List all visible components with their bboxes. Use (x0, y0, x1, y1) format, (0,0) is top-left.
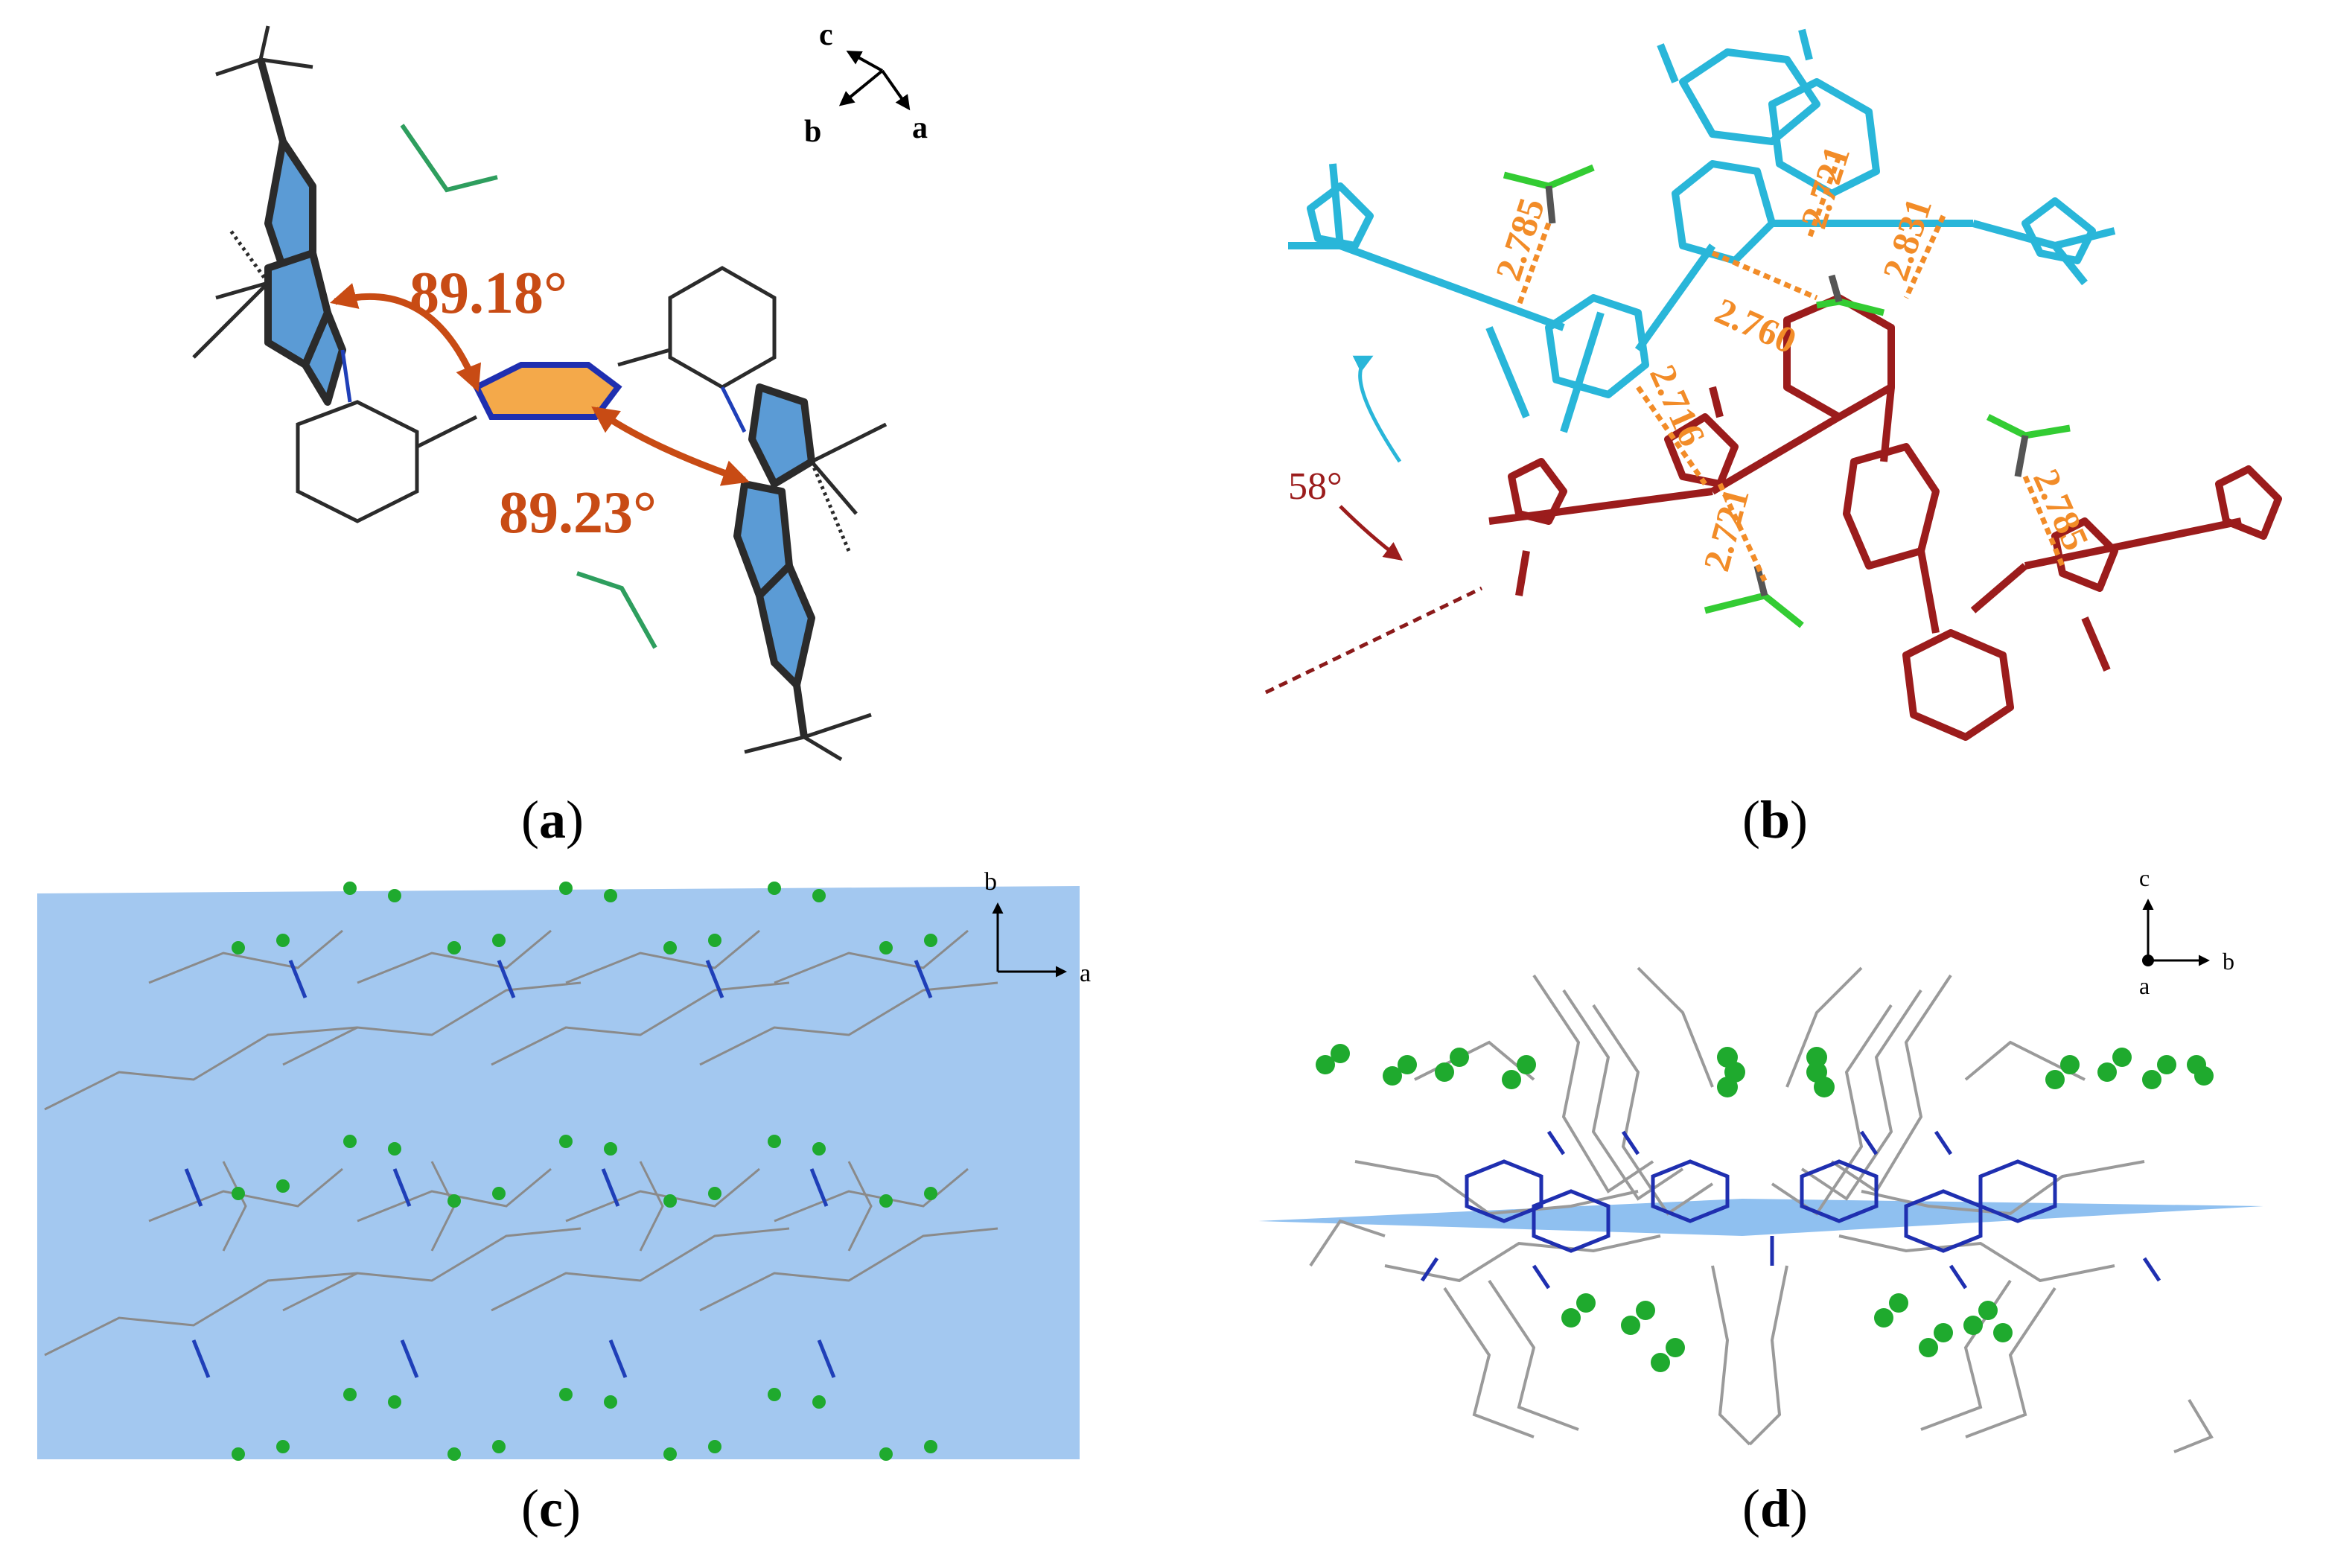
panel-c: b a (37, 868, 1091, 1461)
caption-close: ) (1790, 790, 1809, 850)
caption-letter: b (1759, 790, 1791, 850)
chlorine-clusters-d (1316, 1044, 2214, 1372)
axis-label-a: a (1080, 960, 1091, 987)
lattice-plane-d (1258, 1199, 2263, 1236)
caption-close: ) (562, 1479, 581, 1538)
caption-open: ( (1742, 1479, 1760, 1538)
caption-close: ) (1790, 1479, 1809, 1538)
caption-close: ) (565, 790, 584, 850)
chlorine-atoms-c (232, 882, 937, 1461)
left-aromatic-unit (192, 25, 346, 406)
lattice-plane-c (37, 886, 1080, 1459)
angle-arrow-upper (330, 283, 482, 392)
axis-label-c: c (819, 18, 833, 52)
bond (720, 386, 747, 433)
caption-open: ( (521, 1479, 539, 1538)
nitrogen-bonds-c (184, 960, 933, 1378)
nitrogen-rings-d (1420, 1130, 2161, 1290)
upper-molecule (1288, 28, 2116, 433)
panel-a: 89.18° 89.23° c b a (192, 18, 928, 762)
rotation-arrow-lower (1339, 505, 1403, 561)
solvent-molecule (576, 571, 657, 649)
axis-triad-d: c b a (2139, 864, 2234, 999)
right-aromatic-unit (733, 383, 888, 762)
panel-caption-d: (d) (1742, 1478, 1808, 1540)
angle-label-upper: 89.18° (410, 261, 567, 326)
caption-letter: d (1759, 1479, 1791, 1538)
right-phenyl-ring (668, 266, 777, 389)
axis-label-b: b (2223, 948, 2234, 975)
distance-label: 2.760 (1710, 290, 1803, 362)
caption-open: ( (1742, 790, 1760, 850)
panel-d: c b a (1258, 864, 2263, 1453)
angle-label-lower: 89.23° (499, 480, 657, 546)
panel-caption-a: (a) (521, 789, 584, 851)
rotation-arrow (1352, 355, 1402, 463)
rotation-angle-label: 58° (1288, 465, 1342, 508)
panel-caption-c: (c) (521, 1478, 581, 1540)
central-ring (472, 362, 622, 420)
reference-dashed-line (1264, 586, 1483, 695)
panel-caption-b: (b) (1742, 789, 1808, 851)
caption-letter: c (538, 1479, 563, 1538)
panel-b: 2.785 2.721 2.831 2.760 2.716 2.721 2.78… (1264, 28, 2282, 741)
angle-arrow-lower (591, 406, 750, 486)
lower-molecule (1488, 294, 2282, 741)
axis-triad-a: c b a (804, 18, 928, 149)
axis-label-b: b (804, 115, 821, 149)
solvent-molecule (400, 124, 498, 193)
distance-label: 2.721 (1695, 484, 1757, 576)
left-phenyl-ring (296, 400, 419, 523)
solvent-fragments-b (1503, 164, 2071, 628)
caption-letter: a (538, 790, 566, 850)
bond (617, 348, 671, 367)
axis-label-a: a (912, 111, 928, 145)
axis-triad-c: b a (984, 868, 1091, 987)
axis-label-c: c (2139, 864, 2150, 891)
caption-open: ( (521, 790, 539, 850)
distance-label: 2.785 (2025, 463, 2097, 557)
axis-label-a: a (2139, 972, 2150, 999)
axis-label-b: b (984, 868, 997, 896)
contact-lines (1516, 155, 2065, 582)
framework-d (1309, 966, 2214, 1453)
bond (415, 415, 478, 449)
framework-c (44, 929, 998, 1357)
bond (340, 349, 352, 403)
